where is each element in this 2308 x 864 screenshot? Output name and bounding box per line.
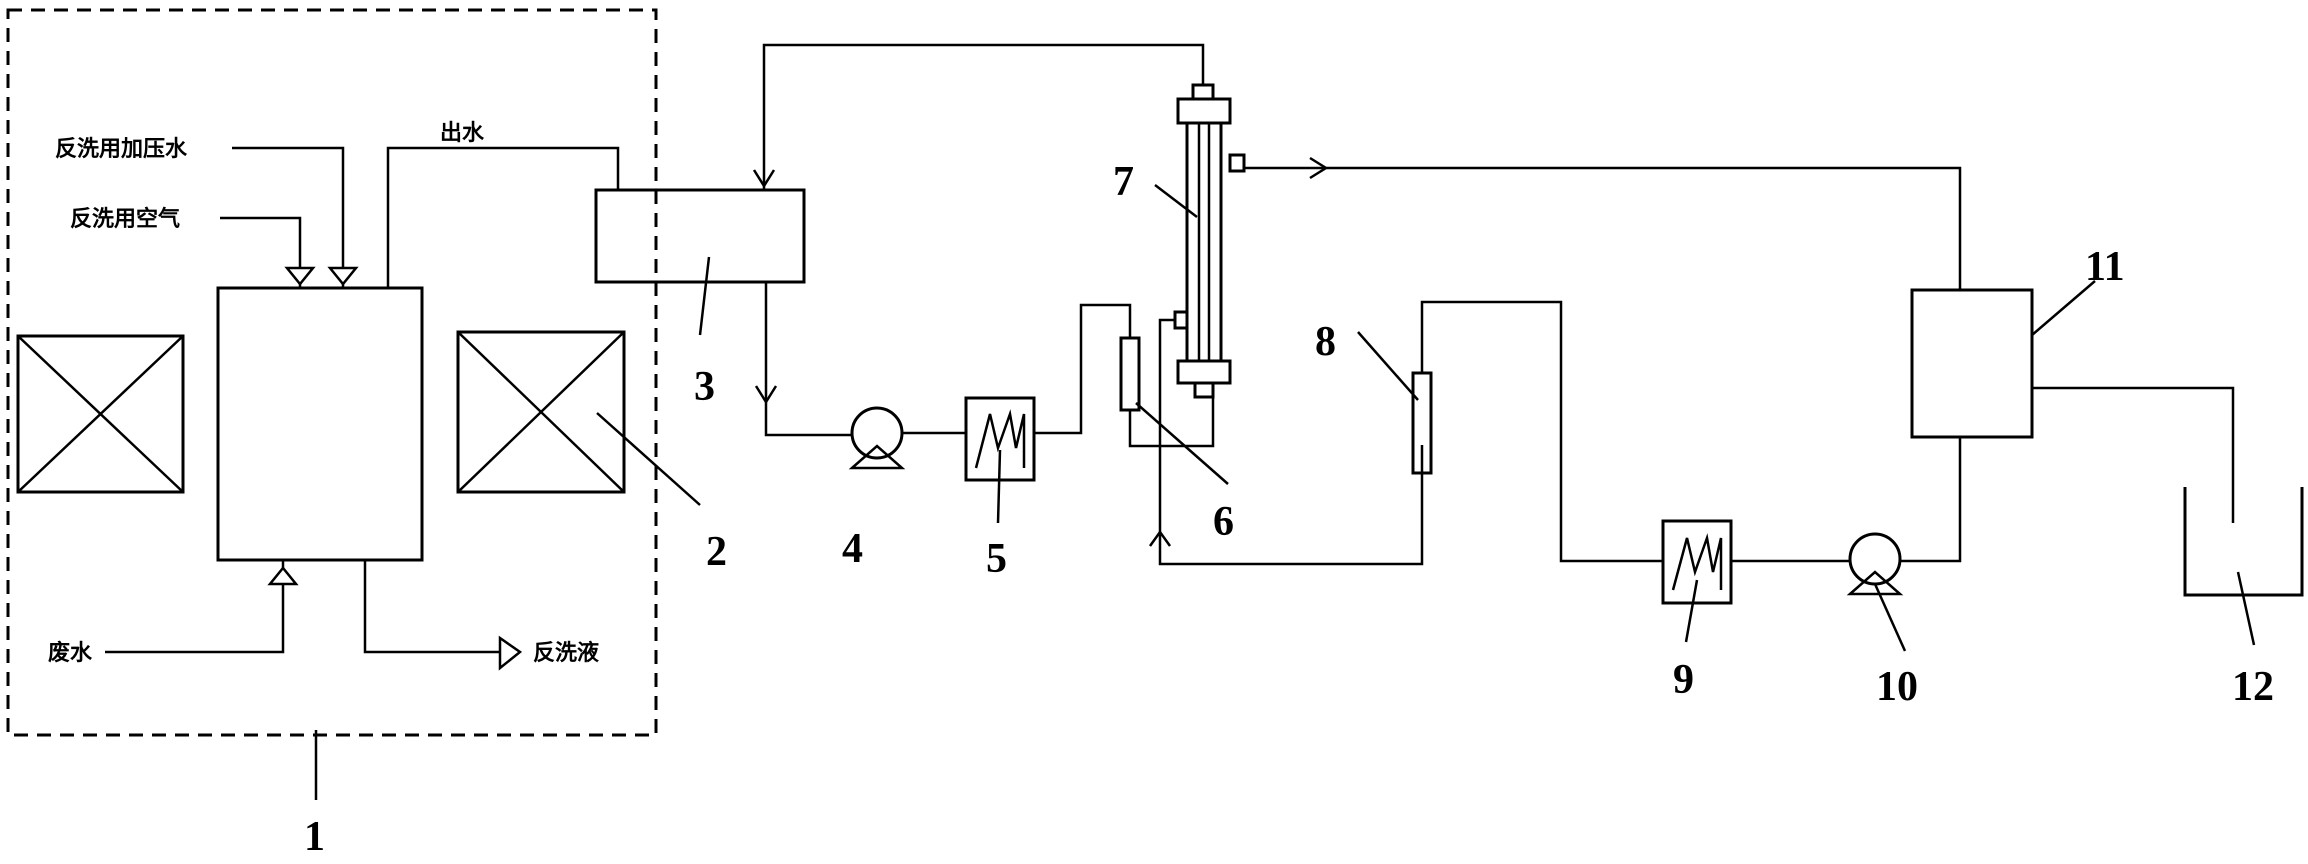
pump10-to-tank11-line <box>1900 437 1962 563</box>
number-7: 7 <box>1113 159 1134 205</box>
backwash-liquid-line <box>363 560 500 654</box>
column8-top-line <box>1420 300 1663 563</box>
heater-to-column6-line <box>1034 303 1132 435</box>
return-line <box>762 43 1205 190</box>
label-outlet-water: 出水 <box>440 121 485 146</box>
box3-down-arrow <box>754 385 778 405</box>
pump-4 <box>848 406 906 470</box>
column-7 <box>1173 83 1246 399</box>
column7-side-line <box>1158 318 1424 566</box>
wastewater-line <box>105 584 285 654</box>
backwash-air-inlet-arrow <box>284 266 316 286</box>
reactor-tank <box>216 286 424 562</box>
heat-exchanger-9 <box>1661 519 1733 605</box>
outlet-water-line <box>386 146 620 288</box>
column7-to-tank11-line <box>1244 166 1962 290</box>
unit-3-tank <box>594 188 806 284</box>
label-backwash-liquid: 反洗液 <box>533 640 599 666</box>
number-4: 4 <box>842 526 863 572</box>
number-2: 2 <box>706 529 727 575</box>
number-3: 3 <box>694 364 715 410</box>
label-backwash-air: 反洗用空气 <box>70 206 180 232</box>
backwash-air-line <box>220 216 302 268</box>
return-arrow <box>752 169 776 189</box>
column6-to-column7-line <box>1128 385 1215 448</box>
backwash-water-line <box>232 146 345 268</box>
number-12: 12 <box>2232 664 2274 710</box>
label-wastewater: 废水 <box>48 640 93 666</box>
label-backwash-pressurized-water: 反洗用加压水 <box>55 137 188 162</box>
box3-to-pump-line <box>764 282 852 437</box>
backwash-liquid-arrow <box>498 635 523 671</box>
number-11: 11 <box>2085 244 2125 290</box>
container-12 <box>2183 487 2304 597</box>
backwash-water-inlet-arrow <box>327 266 359 286</box>
number-10: 10 <box>1876 664 1918 710</box>
column-6 <box>1119 336 1141 412</box>
number-5: 5 <box>986 536 1007 582</box>
unit-11-tank <box>1910 288 2034 439</box>
number-6: 6 <box>1213 499 1234 545</box>
number-8: 8 <box>1315 319 1336 365</box>
return-up-arrow <box>1148 529 1172 547</box>
unit-1-boundary <box>6 8 658 737</box>
column7-outlet-arrow <box>1309 156 1329 180</box>
left-cross-box <box>16 334 185 494</box>
tank11-to-container12-line <box>2032 386 2235 523</box>
right-cross-box <box>456 330 626 494</box>
wastewater-inlet-arrow <box>267 566 299 586</box>
number-9: 9 <box>1673 657 1694 703</box>
number-1: 1 <box>304 814 325 860</box>
